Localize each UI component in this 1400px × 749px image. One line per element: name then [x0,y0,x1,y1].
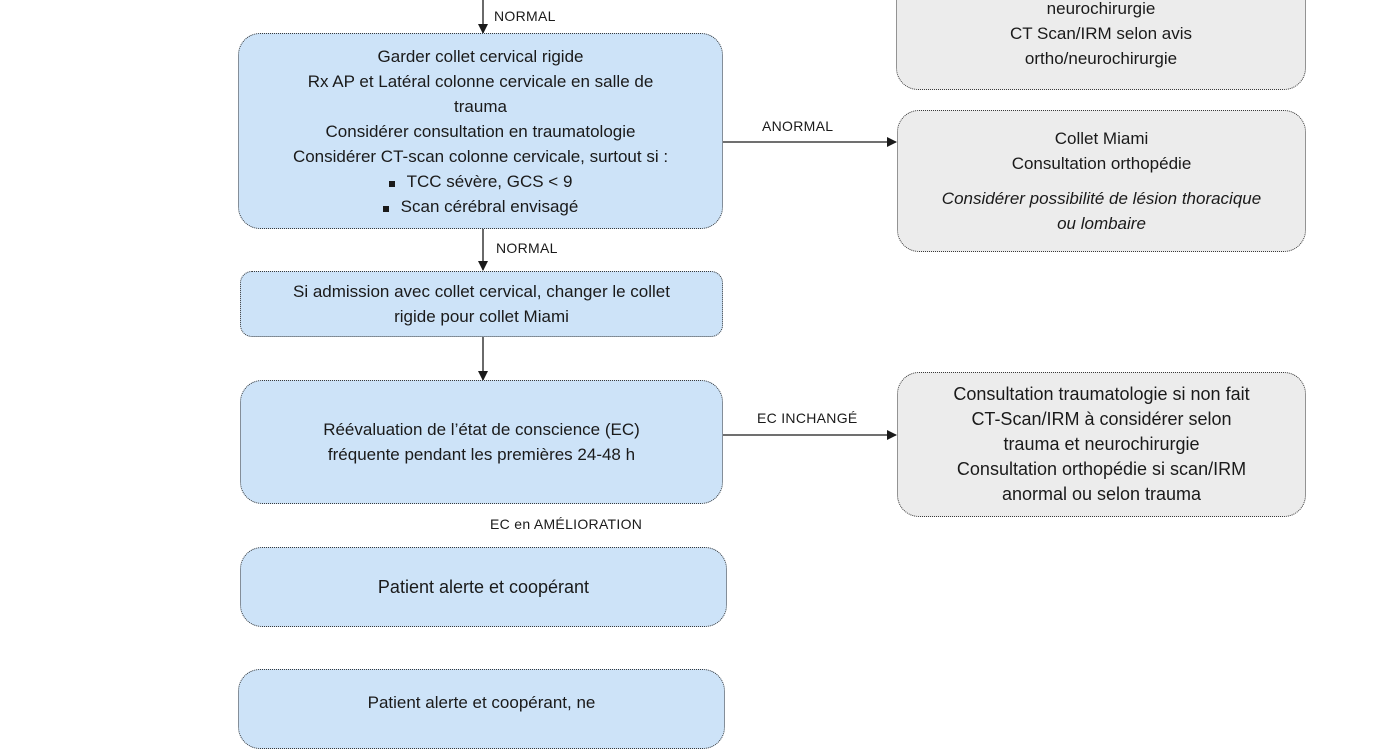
imaging-consult-line-3: ortho/neurochirurgie [1024,49,1178,68]
unchanged-line-5: anormal ou selon trauma [1001,484,1202,504]
unchanged-line-4: Consultation orthopédie si scan/IRM [956,459,1247,479]
flow-connectors [478,0,897,440]
collar-bullet-1-text: TCC sévère, GCS < 9 [406,171,573,191]
bottom-line-1: Patient alerte et coopérant, ne [367,693,596,712]
collar-bullet-1: TCC sévère, GCS < 9 [388,169,573,194]
bullet-icon [382,205,389,212]
collar-line-5: Considérer CT-scan colonne cervicale, su… [292,146,669,166]
edge-label-normal-top: NORMAL [494,8,556,24]
alert-line-1: Patient alerte et coopérant [377,576,590,597]
admission-line-2: rigide pour collet Miami [394,307,569,326]
miami-collar-box: Collet Miami Consultation orthopédie Con… [897,110,1306,252]
miami-line-1: Collet Miami [1054,129,1149,148]
imaging-consult-box: neurochirurgie CT Scan/IRM selon avis or… [896,0,1306,90]
admission-line-1: Si admission avec collet cervical, chang… [292,282,670,301]
miami-note-2: ou lombaire [1057,214,1146,233]
edge-label-anormal: ANORMAL [762,118,834,134]
unchanged-line-2: CT-Scan/IRM à considérer selon [971,409,1232,429]
unchanged-line-1: Consultation traumatologie si non fait [953,384,1250,404]
edge-label-ec-unchanged: EC INCHANGÉ [757,410,858,426]
imaging-consult-line-2: CT Scan/IRM selon avis [1009,24,1193,43]
collar-bullet-2-text: Scan cérébral envisagé [400,196,579,216]
consciousness-reevaluation-box: Réévaluation de l’état de conscience (EC… [240,380,723,504]
miami-note-1: Considérer possibilité de lésion thoraci… [941,189,1262,208]
bullet-icon [388,180,395,187]
collar-line-1: Garder collet cervical rigide [377,46,584,66]
reeval-line-1: Réévaluation de l’état de conscience (EC… [323,420,640,439]
collar-line-3: trauma [454,96,507,116]
collar-bullet-2: Scan cérébral envisagé [382,194,579,219]
reeval-line-2: fréquente pendant les premières 24-48 h [327,445,636,464]
keep-rigid-collar-box: Garder collet cervical rigide Rx AP et L… [238,33,723,229]
collar-line-2: Rx AP et Latéral colonne cervicale en sa… [307,71,654,91]
admission-collar-change-box: Si admission avec collet cervical, chang… [240,271,723,337]
edge-label-ec-improving: EC en AMÉLIORATION [490,516,643,532]
miami-line-2: Consultation orthopédie [1011,154,1192,173]
collar-line-4: Considérer consultation en traumatologie [325,121,636,141]
bottom-continuation-box: Patient alerte et coopérant, ne [238,669,725,749]
ec-unchanged-box: Consultation traumatologie si non fait C… [897,372,1306,517]
imaging-consult-line-1: neurochirurgie [1046,0,1156,18]
unchanged-line-3: trauma et neurochirurgie [1003,434,1200,454]
patient-alert-box: Patient alerte et coopérant [240,547,727,627]
edge-label-normal-mid: NORMAL [496,240,558,256]
